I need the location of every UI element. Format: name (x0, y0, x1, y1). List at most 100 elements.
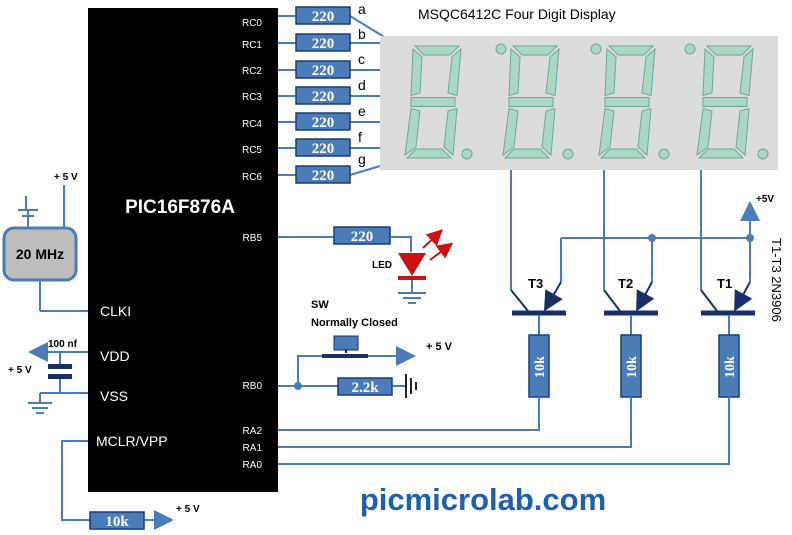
resistor-c-value: 220 (312, 63, 335, 79)
pin-rb0: RB0 (243, 381, 263, 392)
segment-letters: a b c d e f g (358, 1, 366, 167)
digit-1-segment-7 (443, 107, 458, 157)
digit-3-segment-1 (607, 45, 655, 56)
base-resistor-t2-value: 10k (625, 356, 640, 378)
vdd-supply-label: + 5 V (8, 365, 32, 376)
right-pin-labels: RC0 RC1 RC2 RC3 RC4 RC5 RC6 RB5 RB0 RA2 … (242, 18, 262, 471)
display-dot (461, 148, 473, 160)
digit-2-segment-6 (502, 107, 519, 157)
pin-rc3: RC3 (242, 92, 262, 103)
segment-letter-g: g (358, 151, 366, 167)
pin-ra2: RA2 (243, 426, 263, 437)
resistor-b (295, 33, 351, 52)
segment-letter-c: c (358, 51, 365, 67)
digit-3-segment-4 (604, 47, 617, 97)
digit-2-segment-5 (545, 47, 560, 97)
crystal-oscillator (2, 226, 78, 282)
switch-supply-label: + 5 V (426, 341, 453, 353)
mclr-resistor-value: 10k (105, 514, 129, 530)
display-dot (590, 43, 602, 55)
mclr-supply-label: + 5 V (176, 504, 200, 515)
resistor-a (295, 6, 351, 25)
transistor-t1-label: T1 (717, 276, 732, 291)
resistor-g-value: 220 (312, 168, 335, 184)
crystal-frequency: 20 MHz (16, 246, 64, 262)
digit-4-segment-3 (697, 148, 745, 159)
segment-letter-a: a (358, 1, 366, 17)
digit-3-segment-5 (641, 47, 656, 97)
resistor-e-value: 220 (312, 115, 335, 131)
led-resistor (333, 226, 391, 245)
switch-label: SW (311, 299, 329, 311)
display-dot (495, 43, 507, 55)
base-resistor-t3-value: 10k (533, 356, 548, 378)
segment-letter-b: b (358, 26, 366, 42)
digit-4-segment-7 (735, 107, 750, 157)
digit-4-segment-6 (696, 107, 713, 157)
resistor-c (295, 60, 351, 79)
digit-4-segment-4 (702, 47, 715, 97)
resistor-f-value: 220 (312, 141, 335, 157)
digit-2-segment-3 (503, 148, 551, 159)
site-watermark: picmicrolab.com (360, 482, 606, 517)
ra-wires (278, 397, 730, 465)
segment-resistor-wires (278, 15, 387, 176)
digit-2-segment-4 (508, 47, 521, 97)
resistor-d (295, 86, 351, 105)
led-label: LED (372, 260, 392, 271)
pullup-resistor (337, 377, 393, 396)
pin-clki: CLKI (100, 303, 131, 319)
digit-3-segment-3 (599, 148, 647, 159)
digit-1-segment-1 (413, 45, 461, 56)
digit-4-segment-5 (739, 47, 754, 97)
crystal-circuit (18, 185, 88, 312)
capacitor-value: 100 nf (48, 339, 78, 350)
pin-rc1: RC1 (242, 40, 262, 51)
digit-1-segment-2 (410, 97, 456, 107)
digit-1-segment-4 (410, 47, 423, 97)
transistor-t3-label: T3 (528, 276, 543, 291)
pin-rc2: RC2 (242, 66, 262, 77)
mclr-circuit (61, 440, 174, 530)
transistor-part-note: T1-T3 2N3906 (769, 238, 784, 322)
digit-2-segment-7 (541, 107, 556, 157)
resistor-b-value: 220 (312, 36, 335, 52)
pin-mclr: MCLR/VPP (96, 433, 168, 449)
digit-4-segment-1 (705, 45, 753, 56)
led-resistor-value: 220 (351, 229, 374, 245)
digit-1-segment-5 (447, 47, 462, 97)
resistor-e (295, 112, 351, 131)
display-title: MSQC6412C Four Digit Display (418, 6, 616, 22)
switch-type: Normally Closed (311, 317, 398, 329)
switch-symbol (278, 335, 417, 398)
resistor-f (295, 138, 351, 157)
pin-ra1: RA1 (243, 443, 263, 454)
pin-vss: VSS (100, 388, 128, 404)
crystal-supply-label: + 5 V (54, 172, 78, 183)
segment-letter-e: e (358, 103, 366, 119)
pullup-resistor-value: 2.2k (351, 380, 379, 396)
resistor-g (295, 165, 351, 184)
pin-rc6: RC6 (242, 172, 262, 183)
resistor-d-value: 220 (312, 89, 335, 105)
digit-2-segment-2 (508, 97, 554, 107)
digit-4-segment-2 (702, 97, 748, 107)
display-dot (658, 148, 670, 160)
resistor-a-value: 220 (312, 9, 335, 25)
digit-3-segment-7 (637, 107, 652, 157)
digit-3-segment-2 (604, 97, 650, 107)
led-symbol (398, 229, 454, 304)
display-dot (757, 148, 769, 160)
display-digits (404, 45, 754, 159)
pin-rc4: RC4 (242, 119, 262, 130)
microcontroller-body (88, 8, 278, 492)
digit-2-segment-1 (511, 45, 559, 56)
transistor-network (510, 201, 760, 335)
display-dot (684, 43, 696, 55)
segment-letter-f: f (358, 129, 362, 145)
pin-ra0: RA0 (243, 460, 263, 471)
segment-letter-d: d (358, 77, 366, 93)
digit-1-segment-6 (404, 107, 421, 157)
pin-rc0: RC0 (242, 18, 262, 29)
